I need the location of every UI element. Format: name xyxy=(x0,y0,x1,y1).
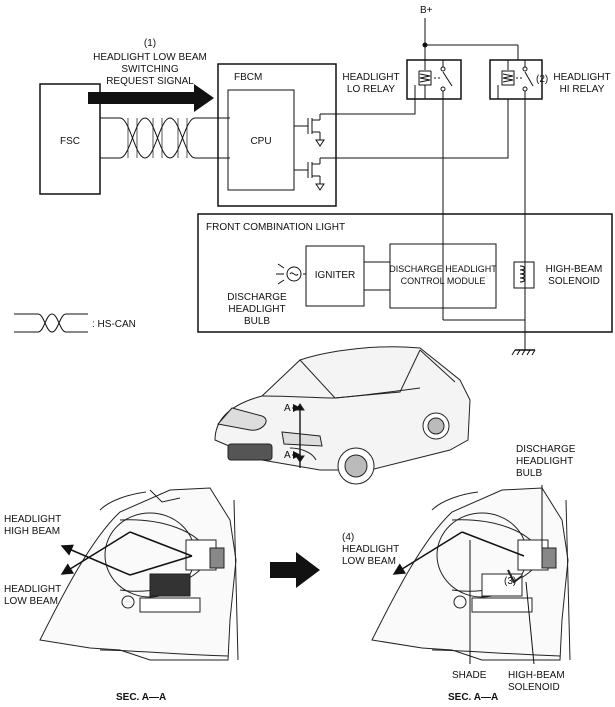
right-bulb-label-line2: HEADLIGHT xyxy=(516,456,573,467)
bulb-label-line3: BULB xyxy=(244,316,270,327)
left-high-beam-label-line1: HEADLIGHT xyxy=(4,514,61,525)
solenoid-label-line2: SOLENOID xyxy=(548,276,600,287)
right-beam-paths xyxy=(392,531,525,575)
bplus-label: B+ xyxy=(420,5,433,16)
right-solenoid-label-line1: HIGH-BEAM xyxy=(508,670,565,681)
callout-4: (4) xyxy=(342,532,354,543)
left-high-beam-label-line2: HIGH BEAM xyxy=(4,526,60,537)
left-low-beam-label-line1: HEADLIGHT xyxy=(4,584,61,595)
cpu-label: CPU xyxy=(250,136,271,147)
hs-can-legend-symbol xyxy=(14,313,88,333)
left-beam-paths xyxy=(60,531,193,576)
callout-3: (3) xyxy=(504,576,516,587)
solenoid-label-line1: HIGH-BEAM xyxy=(546,264,603,275)
bulb-label-line1: DISCHARGE xyxy=(227,292,287,303)
right-leader-lines xyxy=(469,485,543,665)
bulb-label-line2: HEADLIGHT xyxy=(228,304,285,315)
fbcm-output-transistor-lo xyxy=(294,114,325,147)
right-bulb-label-line1: DISCHARGE xyxy=(516,444,576,455)
right-headlamp-section xyxy=(371,487,571,661)
right-solenoid-label-line2: SOLENOID xyxy=(508,682,560,693)
transition-arrow xyxy=(270,552,320,588)
left-section-caption: SEC. A—A xyxy=(116,692,166,703)
signal-label-line3: REQUEST SIGNAL xyxy=(106,76,194,87)
callout-2: (2) xyxy=(536,74,548,85)
hs-can-legend-label: : HS-CAN xyxy=(92,319,136,330)
control-module-label-line1: DISCHARGE HEADLIGHT xyxy=(389,264,497,274)
hs-can-twisted-pair xyxy=(100,117,230,159)
hi-relay-label-line1: HEADLIGHT xyxy=(553,72,610,83)
discharge-bulb-symbol xyxy=(276,263,302,285)
high-beam-solenoid-symbol xyxy=(513,261,535,289)
shade-label: SHADE xyxy=(452,670,487,681)
fsc-label: FSC xyxy=(60,136,80,147)
right-low-beam-label-line1: HEADLIGHT xyxy=(342,544,399,555)
front-combination-title: FRONT COMBINATION LIGHT xyxy=(206,222,345,233)
callout-1: (1) xyxy=(144,38,156,49)
hi-relay-label-line2: HI RELAY xyxy=(560,84,605,95)
igniter-box xyxy=(305,245,365,307)
section-mark-lower: A xyxy=(284,450,291,461)
right-low-beam-label-line2: LOW BEAM xyxy=(342,556,396,567)
igniter-label: IGNITER xyxy=(315,270,356,281)
fbcm-box xyxy=(217,63,337,207)
request-signal-arrow xyxy=(88,84,214,112)
front-combination-light-box xyxy=(197,213,613,333)
hi-relay-box xyxy=(489,59,543,100)
lo-relay-label-line1: HEADLIGHT xyxy=(342,72,399,83)
section-mark-upper: A xyxy=(284,403,291,414)
left-low-beam-label-line2: LOW BEAM xyxy=(4,596,58,607)
left-headlamp-section xyxy=(39,487,239,661)
lo-relay-label-line2: LO RELAY xyxy=(347,84,395,95)
signal-label-line2: SWITCHING xyxy=(121,64,178,75)
fbcm-output-transistor-hi xyxy=(294,158,325,191)
cpu-box xyxy=(227,89,295,191)
right-section-caption: SEC. A—A xyxy=(448,692,498,703)
ground-symbol xyxy=(511,349,536,356)
vehicle-illustration xyxy=(214,346,471,485)
right-bulb-label-line3: BULB xyxy=(516,468,542,479)
fbcm-label: FBCM xyxy=(234,72,262,83)
lo-relay-box xyxy=(406,59,462,100)
signal-label-line1: HEADLIGHT LOW BEAM xyxy=(93,52,207,63)
control-module-label-line2: CONTROL MODULE xyxy=(401,276,486,286)
fsc-box xyxy=(39,83,101,195)
